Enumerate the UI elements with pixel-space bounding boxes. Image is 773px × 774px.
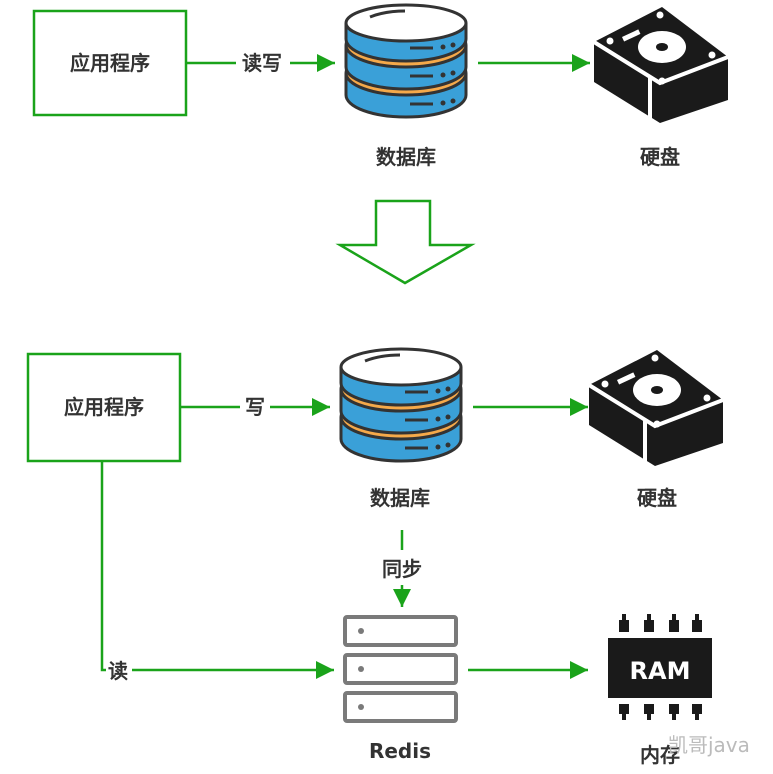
rw-label: 读写 [242, 51, 282, 75]
database-icon-top [344, 3, 468, 119]
redis-server-icon [343, 615, 458, 723]
hard-disk-icon-top [592, 5, 730, 125]
write-label: 写 [245, 395, 265, 419]
ram-chip-text: RAM [630, 657, 691, 685]
transition-down-arrow-icon [335, 199, 476, 285]
disk-label-top: 硬盘 [640, 145, 680, 169]
database-label-bottom: 数据库 [370, 486, 430, 510]
database-icon-bottom [339, 347, 463, 463]
read-path-line [100, 461, 106, 672]
app-box-top [32, 9, 188, 117]
watermark: 凯哥java [668, 733, 750, 757]
read-label: 读 [108, 659, 128, 683]
redis-label: Redis [369, 739, 431, 763]
disk-label-bottom: 硬盘 [637, 486, 677, 510]
database-label-top: 数据库 [376, 145, 436, 169]
sync-label: 同步 [382, 557, 422, 581]
app-label-top: 应用程序 [70, 51, 150, 75]
ram-chip-icon [608, 614, 712, 720]
app-box-bottom [26, 352, 182, 463]
app-label-bottom: 应用程序 [64, 395, 144, 419]
memory-label: 内存 [640, 743, 680, 767]
hard-disk-icon-bottom [587, 348, 725, 468]
